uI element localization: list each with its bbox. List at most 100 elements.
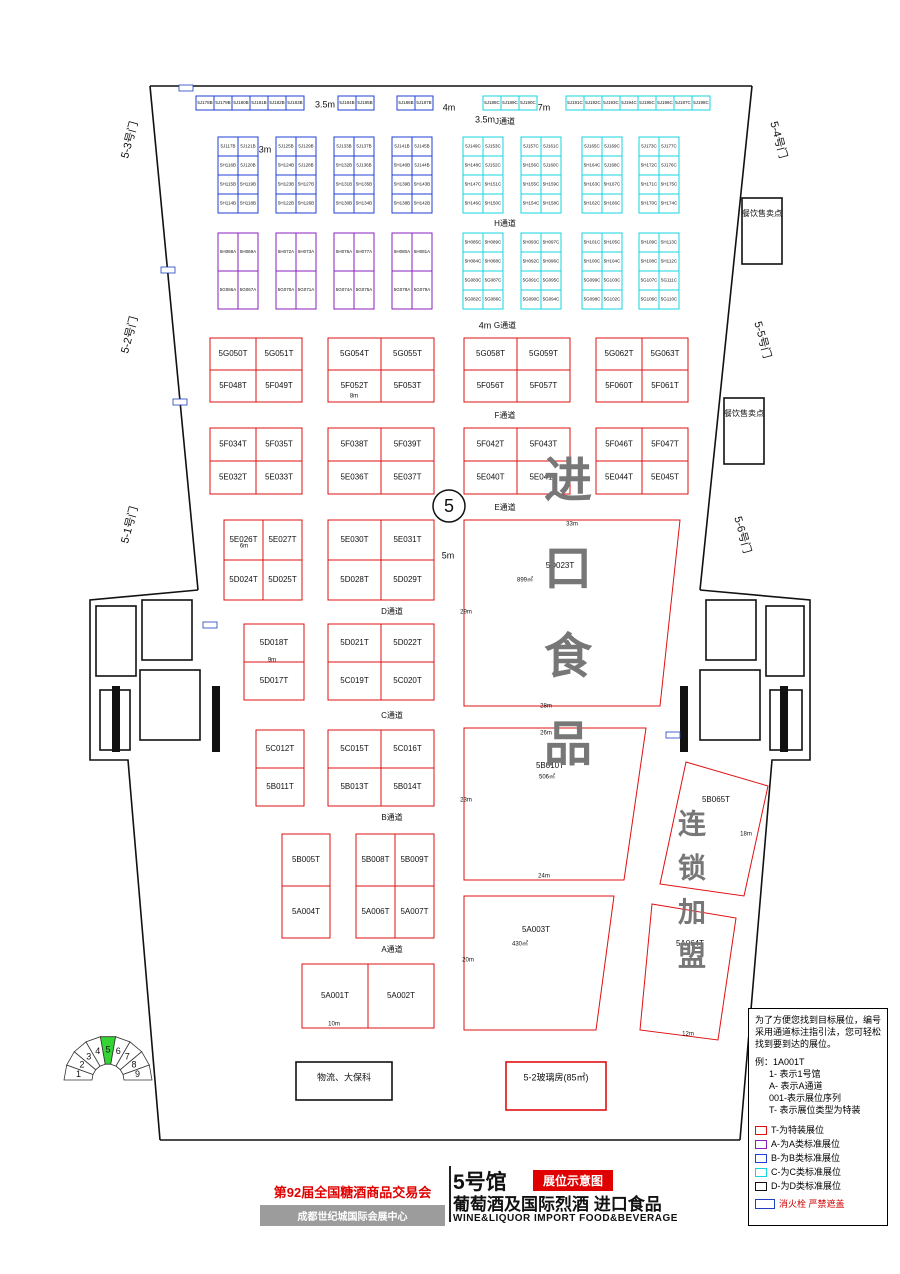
booth-5A002T[interactable] [367, 963, 435, 1029]
booth-5E027T[interactable] [262, 519, 303, 561]
booth-5G054T[interactable] [327, 337, 382, 371]
booth-5B065T[interactable] [659, 761, 769, 897]
booth-5C016T[interactable] [380, 729, 435, 769]
booth-5J185B[interactable] [355, 95, 375, 111]
booth-label: 5E036T [340, 473, 368, 482]
booth-5A004T[interactable] [281, 885, 331, 939]
booth-label: 5H147C [465, 182, 482, 187]
booth-5B009T[interactable] [394, 833, 435, 887]
dimension-label: 28m [540, 704, 552, 710]
booth-5B013T[interactable] [327, 767, 382, 807]
booth-5F048T[interactable] [209, 369, 257, 403]
booth-5E041T[interactable] [516, 460, 571, 495]
booth-5F053T[interactable] [380, 369, 435, 403]
booth-5E030T[interactable] [327, 519, 382, 561]
booth-5F038T[interactable] [327, 427, 382, 462]
booth-label: 5H113C [661, 240, 678, 245]
dimension-label: 10m [328, 1022, 340, 1028]
booth-5C015T[interactable] [327, 729, 382, 769]
booth-5A007T[interactable] [394, 885, 435, 939]
booth-5B005T[interactable] [281, 833, 331, 887]
hall-theme-en: WINE&LIQUOR IMPORT FOOD&BEVERAGE [453, 1213, 678, 1224]
booth-5E026T[interactable] [223, 519, 264, 561]
booth-5J190C[interactable] [518, 95, 538, 111]
booth-5E037T[interactable] [380, 460, 435, 495]
booth-5H134B[interactable] [353, 193, 375, 214]
booth-5G102C[interactable] [601, 289, 623, 310]
booth-5F042T[interactable] [463, 427, 518, 462]
booth-label: 5H126B [298, 201, 314, 206]
booth-5G067A[interactable] [237, 270, 259, 310]
booth-5H118B[interactable] [237, 193, 259, 214]
booth-5C012T[interactable] [255, 729, 305, 769]
booth-5E040T[interactable] [463, 460, 518, 495]
booth-5D025T[interactable] [262, 559, 303, 601]
booth-5F057T[interactable] [516, 369, 571, 403]
legend-key-b: B-为B类标准展位 [755, 1152, 881, 1164]
booth-label: 5J129B [298, 144, 313, 149]
booth-label: 5A064T [676, 939, 704, 948]
mini-map-number: 6 [116, 1046, 121, 1056]
legend-hydrant: 消火栓 严禁遮盖 [755, 1198, 881, 1210]
booth-5G086C[interactable] [482, 289, 504, 310]
booth-label: 5J192C [585, 100, 601, 105]
booth-5C019T[interactable] [327, 661, 382, 701]
booth-5H142B[interactable] [411, 193, 433, 214]
booth-label: 5G099C [584, 278, 602, 283]
booth-5A006T[interactable] [355, 885, 396, 939]
booth-5G079A[interactable] [411, 270, 433, 310]
booth-5E045T[interactable] [641, 460, 689, 495]
booth-5G094C[interactable] [540, 289, 562, 310]
booth-5E032T[interactable] [209, 460, 257, 495]
booth-5F056T[interactable] [463, 369, 518, 403]
booth-5F061T[interactable] [641, 369, 689, 403]
booth-5D028T[interactable] [327, 559, 382, 601]
booth-5H174C[interactable] [658, 193, 680, 214]
door-label: 5-2号门 [117, 315, 140, 355]
booth-5A064T[interactable] [639, 903, 737, 1041]
booth-5H166C[interactable] [601, 193, 623, 214]
service-room-label: 5-2玻璃房(85㎡) [523, 1071, 588, 1082]
booth-5F049T[interactable] [255, 369, 303, 403]
booth-5F039T[interactable] [380, 427, 435, 462]
booth-5A001T[interactable] [301, 963, 369, 1029]
booth-5A003T[interactable] [463, 895, 615, 1031]
mini-map-number: 9 [135, 1069, 140, 1079]
booth-label: 5F049T [265, 381, 293, 390]
booth-5D017T[interactable] [243, 661, 305, 701]
booth-label: 5E040T [476, 473, 504, 482]
door-label: 5-6号门 [731, 515, 754, 555]
booth-5G055T[interactable] [380, 337, 435, 371]
booth-5H158C[interactable] [540, 193, 562, 214]
booth-5B010T[interactable] [463, 727, 647, 881]
footer-left: 第92届全国糖酒商品交易会 成都世纪城国际会展中心 [260, 1182, 445, 1226]
booth-5D023T[interactable] [463, 519, 681, 707]
booth-5G110C[interactable] [658, 289, 680, 310]
booth-label: 5G102C [604, 297, 622, 302]
booth-5H150C[interactable] [482, 193, 504, 214]
booth-5G071A[interactable] [295, 270, 317, 310]
booth-5E033T[interactable] [255, 460, 303, 495]
booth-5E036T[interactable] [327, 460, 382, 495]
booth-5F060T[interactable] [595, 369, 643, 403]
booth-5B011T[interactable] [255, 767, 305, 807]
booth-label: 5B013T [340, 782, 368, 791]
booth-5E031T[interactable] [380, 519, 435, 561]
booth-5B014T[interactable] [380, 767, 435, 807]
booth-5D018T[interactable] [243, 623, 305, 663]
booth-5J198C[interactable] [691, 95, 711, 111]
booth-label: 5C012T [266, 744, 295, 753]
booth-5G075A[interactable] [353, 270, 375, 310]
booth-5G059T[interactable] [516, 337, 571, 371]
booth-label: 5J179B [215, 100, 230, 105]
booth-5J187B[interactable] [414, 95, 434, 111]
booth-5F047T[interactable] [641, 427, 689, 462]
booth-5J183B[interactable] [285, 95, 305, 111]
legend-key-d: D-为D类标准展位 [755, 1180, 881, 1192]
booth-5E044T[interactable] [595, 460, 643, 495]
booth-5D022T[interactable] [380, 623, 435, 663]
booth-5H126B[interactable] [295, 193, 317, 214]
booth-label: 5H155C [523, 182, 540, 187]
booth-5D029T[interactable] [380, 559, 435, 601]
booth-5C020T[interactable] [380, 661, 435, 701]
